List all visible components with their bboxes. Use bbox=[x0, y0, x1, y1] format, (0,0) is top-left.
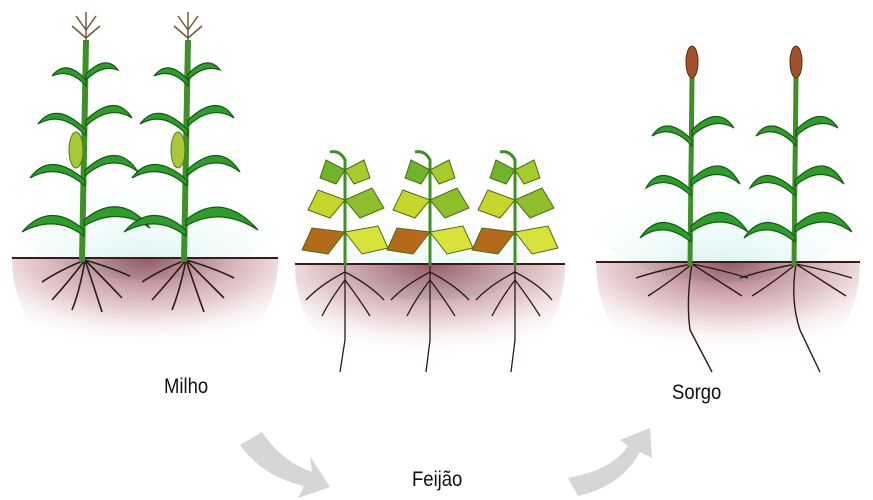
sorghum-head-2 bbox=[790, 46, 802, 78]
corn-ear-1 bbox=[69, 132, 83, 168]
label-feijao: Feijão bbox=[412, 468, 462, 492]
milho-illustration bbox=[0, 12, 290, 372]
feijao-illustration bbox=[290, 152, 570, 382]
corn-tassel-1 bbox=[72, 12, 100, 42]
arrow-milho-to-feijao bbox=[240, 432, 330, 498]
corn-tassel-2 bbox=[174, 12, 202, 42]
milho-sky bbox=[0, 120, 290, 280]
label-sorgo: Sorgo bbox=[672, 381, 721, 405]
sorgo-illustration bbox=[582, 46, 862, 378]
corn-ear-2 bbox=[171, 132, 185, 168]
label-milho: Milho bbox=[164, 375, 208, 399]
sorgo-sky bbox=[582, 118, 862, 282]
arrow-feijao-to-sorgo bbox=[568, 428, 652, 496]
sorghum-head-1 bbox=[686, 46, 698, 78]
